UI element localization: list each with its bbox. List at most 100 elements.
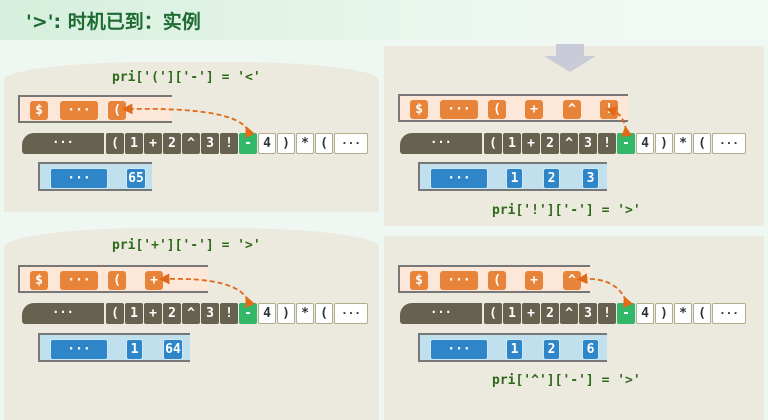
token: 3 xyxy=(201,303,219,324)
operator-item: ^ xyxy=(563,271,581,290)
number-item: 1 xyxy=(506,339,523,360)
operator-stack: $···(+^! xyxy=(398,94,628,122)
token: ( xyxy=(315,133,333,154)
operator-item: ^ xyxy=(563,100,581,119)
operator-item: $ xyxy=(30,101,48,120)
current-token: - xyxy=(239,133,257,154)
token: ) xyxy=(277,133,295,154)
number-item: 6 xyxy=(582,339,599,360)
token: 2 xyxy=(163,133,181,154)
token: ( xyxy=(315,303,333,324)
token: 2 xyxy=(541,303,559,324)
priority-rule: pri['(']['-'] = '<' xyxy=(112,70,261,85)
token: * xyxy=(674,303,692,324)
panel-bg xyxy=(4,228,379,420)
token: + xyxy=(144,303,162,324)
number-item: 1 xyxy=(506,168,523,189)
number-item: 64 xyxy=(163,339,183,360)
token: ( xyxy=(484,303,502,324)
token: * xyxy=(674,133,692,154)
token: 1 xyxy=(503,133,521,154)
compare-arrow xyxy=(605,106,632,137)
operator-item: ( xyxy=(488,100,506,119)
token: 4 xyxy=(258,303,276,324)
compare-arrow xyxy=(576,273,634,309)
operator-item: + xyxy=(525,271,543,290)
token: ! xyxy=(598,303,616,324)
operator-item: ··· xyxy=(60,101,98,120)
operator-stack: $ ··· ( + ^ xyxy=(398,265,590,293)
token: ( xyxy=(693,303,711,324)
token: ··· xyxy=(334,133,368,154)
token: 3 xyxy=(579,303,597,324)
token: ! xyxy=(220,303,238,324)
token: ··· xyxy=(712,133,746,154)
priority-rule: pri['+']['-'] = '>' xyxy=(112,238,261,253)
number-stack: ··· 1 64 xyxy=(38,333,190,362)
number-item: ··· xyxy=(50,168,108,189)
token: ··· xyxy=(334,303,368,324)
token: ) xyxy=(277,303,295,324)
token: ^ xyxy=(182,303,200,324)
token-consumed-head: ··· xyxy=(400,133,482,154)
priority-rule: pri['!']['-'] = '>' xyxy=(492,203,641,218)
token: 3 xyxy=(201,133,219,154)
operator-item: ··· xyxy=(60,271,98,290)
compare-arrow xyxy=(158,273,256,309)
current-token: - xyxy=(617,303,635,324)
operator-item: $ xyxy=(410,271,428,290)
token: 2 xyxy=(541,133,559,154)
token: ··· xyxy=(712,303,746,324)
token: + xyxy=(144,133,162,154)
priority-rule: pri['^']['-'] = '>' xyxy=(492,373,641,388)
number-item: ··· xyxy=(50,339,108,360)
token: ( xyxy=(106,303,124,324)
token: ^ xyxy=(560,303,578,324)
token: 1 xyxy=(125,133,143,154)
token: ) xyxy=(655,133,673,154)
token: ! xyxy=(220,133,238,154)
number-item: 1 xyxy=(126,339,143,360)
token: ! xyxy=(598,133,616,154)
token: ^ xyxy=(182,133,200,154)
operator-item: ( xyxy=(488,271,506,290)
compare-arrow xyxy=(121,103,256,139)
number-item: ··· xyxy=(430,339,488,360)
token: ( xyxy=(484,133,502,154)
token: 2 xyxy=(163,303,181,324)
number-item: 3 xyxy=(582,168,599,189)
token: ( xyxy=(693,133,711,154)
current-token: - xyxy=(239,303,257,324)
token: 4 xyxy=(636,133,654,154)
operator-item: + xyxy=(145,271,163,290)
number-item: 65 xyxy=(126,168,146,189)
token: ^ xyxy=(560,133,578,154)
token: 4 xyxy=(636,303,654,324)
operator-item: ( xyxy=(108,101,126,120)
token-consumed-head: ··· xyxy=(400,303,482,324)
token: 4 xyxy=(258,133,276,154)
number-stack: ··· 65 xyxy=(38,162,152,191)
token: + xyxy=(522,133,540,154)
token: * xyxy=(296,303,314,324)
number-item: ··· xyxy=(430,168,488,189)
operator-item: ( xyxy=(108,271,126,290)
token: 1 xyxy=(125,303,143,324)
token: ( xyxy=(106,133,124,154)
operator-item: ··· xyxy=(440,271,478,290)
slide-title: '>': 时机已到：实例 xyxy=(26,11,201,33)
number-item: 2 xyxy=(543,168,560,189)
current-token: - xyxy=(617,133,635,154)
title-bar: '>': 时机已到：实例 xyxy=(0,0,768,40)
token: ) xyxy=(655,303,673,324)
number-item: 2 xyxy=(543,339,560,360)
token: + xyxy=(522,303,540,324)
token-consumed-head: ··· xyxy=(22,133,104,154)
operator-item: $ xyxy=(30,271,48,290)
operator-item: ··· xyxy=(440,100,478,119)
operator-item: $ xyxy=(410,100,428,119)
